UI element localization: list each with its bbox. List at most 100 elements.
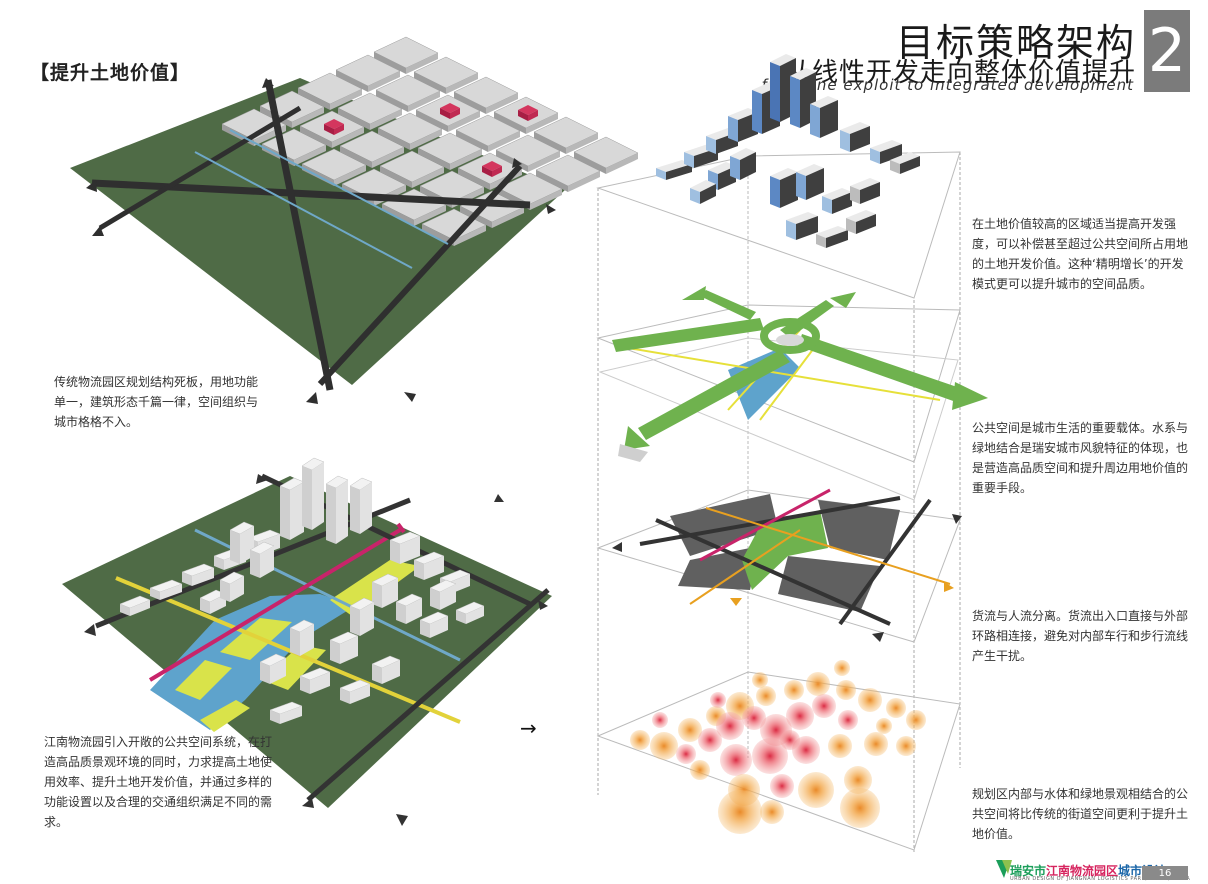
arrow-right-icon: → <box>520 716 537 740</box>
building-block <box>149 579 183 600</box>
heat-spot-high <box>752 738 788 774</box>
heat-spot-high <box>698 728 722 752</box>
green-arrow-northwest-icon <box>682 286 706 300</box>
road-arrow-icon <box>84 624 96 636</box>
lawn-patch <box>175 660 232 700</box>
building-block <box>279 477 305 540</box>
heat-spot <box>798 772 834 808</box>
heat-spot <box>760 800 784 824</box>
layer-frame-lower <box>598 337 959 501</box>
building-block <box>299 667 331 694</box>
traditional-park-map <box>70 36 639 404</box>
heat-spot <box>650 732 678 760</box>
road-arrow-icon <box>512 158 522 168</box>
road-arrow-icon <box>256 474 268 484</box>
orange-flow <box>705 507 951 585</box>
building-block <box>289 619 315 656</box>
road-arrow-icon <box>86 180 97 192</box>
tower-building <box>840 122 870 152</box>
road-arrow-icon <box>306 392 318 404</box>
page-number-badge: 16 <box>1142 866 1188 880</box>
logo-part-park: 江南物流园区 <box>1046 864 1119 878</box>
layer-buildings <box>596 54 961 299</box>
section-label: 【提升土地价值】 <box>30 62 191 84</box>
building-block <box>325 475 349 544</box>
building-block <box>453 76 519 114</box>
building-block <box>269 701 303 724</box>
block-dark <box>778 556 880 612</box>
heat-spot <box>806 672 830 696</box>
building-block <box>373 36 439 74</box>
green-axis-north <box>780 300 834 338</box>
building-block <box>429 579 457 610</box>
heat-spot <box>784 680 804 700</box>
building-block <box>533 116 599 154</box>
tower-building <box>786 212 818 240</box>
tower-building <box>870 140 902 164</box>
building-block <box>535 154 601 192</box>
building-block <box>339 679 371 704</box>
highlighted-block <box>493 96 559 134</box>
tower-building <box>822 188 852 214</box>
heat-spot <box>836 680 856 700</box>
road-arrow-icon <box>494 494 504 502</box>
tower-building <box>656 160 692 180</box>
orange-flow <box>689 529 801 605</box>
layer-public-space <box>596 286 988 501</box>
building-block <box>455 601 485 624</box>
building-block <box>119 595 151 616</box>
page-title: 目标策略架构 <box>895 21 1136 65</box>
description-jiangnan: 江南物流园引入开敞的公共空间系统，在打造高品质景观环境的同时，力求提高土地使用效… <box>44 735 273 829</box>
heat-spot <box>834 660 850 676</box>
chapter-number: 2 <box>1147 16 1187 86</box>
heat-spot <box>752 672 768 688</box>
heat-spot <box>630 730 650 750</box>
road-east <box>317 163 523 387</box>
building-block <box>349 477 373 534</box>
building-block <box>455 114 521 152</box>
heat-spot-high <box>812 694 836 718</box>
building-block <box>219 571 245 602</box>
heat-spot <box>690 760 710 780</box>
description-land-value: 规划区内部与水体和绿地景观相结合的公共空间将比传统的街道空间更利于提升土地价值。 <box>972 787 1189 841</box>
building-block <box>259 653 287 684</box>
roundabout-center <box>776 334 804 346</box>
road-arrow-icon <box>262 78 274 88</box>
highlighted-block <box>299 110 365 148</box>
green-arrow-southwest-icon <box>624 426 650 450</box>
heat-spot-high <box>838 710 858 730</box>
layer-land-value <box>596 660 961 851</box>
tower-building <box>890 152 920 174</box>
heat-spot-high <box>716 712 744 740</box>
building-block <box>389 531 421 564</box>
road-arrow-icon <box>952 514 962 524</box>
yellow-path <box>627 347 941 401</box>
building-block <box>395 593 423 624</box>
pedestrian-axis-end <box>396 522 406 534</box>
page-subtitle: 从线性开发走向整体价值提升 <box>784 58 1136 88</box>
yellow-path <box>759 339 821 421</box>
description-traditional: 传统物流园区规划结构死板，用地功能单一，建筑形态千篇一律，空间组织与城市格格不入… <box>54 375 259 429</box>
orange-arrow-icon <box>730 598 742 606</box>
road-arrow-icon <box>538 600 548 610</box>
page-subtitle-english: from line exploit to integrated developm… <box>761 76 1134 94</box>
building-block <box>573 136 639 174</box>
layer-traffic <box>596 488 962 643</box>
pedestrian-axis-magenta <box>148 528 402 682</box>
road-arrow-icon <box>612 542 622 552</box>
building-block <box>419 611 449 638</box>
building-block <box>349 597 375 636</box>
pedestrian-path <box>699 488 831 562</box>
heat-spot-high <box>780 730 800 750</box>
lawn-patch <box>200 700 250 732</box>
building-block <box>249 541 275 578</box>
road-arrow-icon <box>396 814 408 826</box>
tower-building <box>816 226 848 248</box>
building-block <box>301 457 325 530</box>
heat-spot <box>844 766 872 794</box>
block-dark <box>670 494 778 556</box>
building-block <box>297 72 363 110</box>
green-axis-southwest <box>638 350 790 440</box>
heat-spot <box>840 788 880 828</box>
building-block <box>329 631 359 664</box>
